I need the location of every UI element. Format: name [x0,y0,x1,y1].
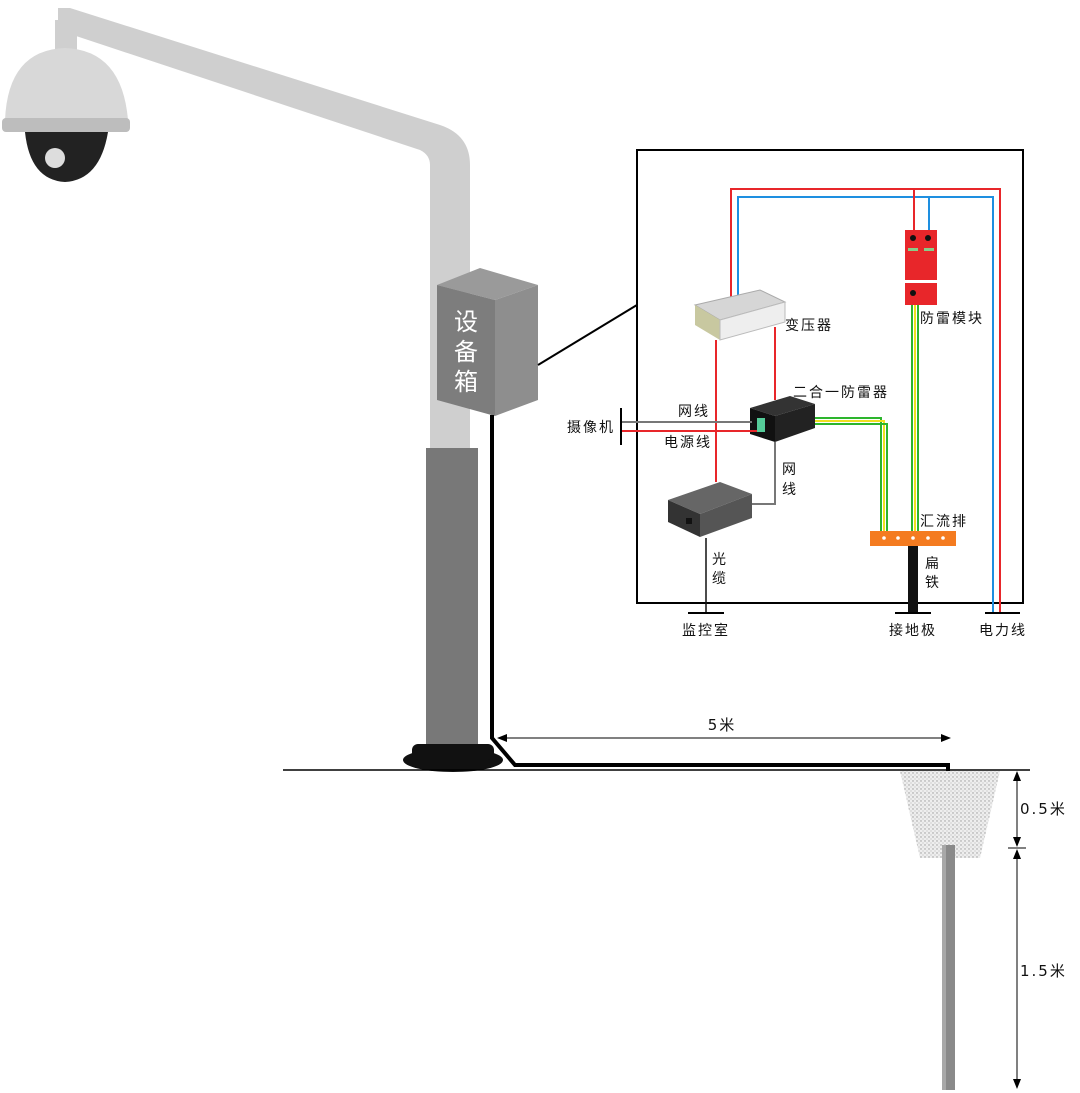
ground-wire [815,417,882,533]
callout-line [537,304,638,366]
two-in-one-label: 二合一防雷器 [793,385,889,401]
dimension-pit-label: 0.5米 [1020,800,1067,818]
neutral-wire [737,196,994,612]
box-label-char: 设 [454,308,478,336]
live-wire [730,188,1001,612]
flat-iron-label: 扁 [925,556,941,572]
power-line-label: 电力线 [979,623,1027,639]
ground-pit [900,771,1000,858]
network-cable-vertical-label: 线 [782,482,798,498]
surge-module-icon [905,230,937,305]
flat-iron-label: 铁 [925,575,941,591]
detail-frame [636,149,1024,604]
dimension-horizontal-label: 5米 [708,716,737,734]
equipment-box: 设 备 箱 [437,268,538,416]
busbar-label: 汇流排 [920,514,968,530]
surge-module-label: 防雷模块 [920,311,984,327]
power-cable-label: 电源线 [664,435,712,451]
network-cable-label: 网线 [678,404,710,420]
media-converter-icon [668,482,752,537]
dome-camera-icon [2,20,130,182]
transformer-icon [693,289,787,341]
ground-electrode-label: 接地极 [889,622,937,639]
fiber-cable-label: 缆 [712,571,728,587]
camera-label: 摄像机 [567,420,615,436]
monitor-room-label: 监控室 [682,622,730,639]
box-label-char: 备 [454,338,478,366]
flat-iron [908,546,918,612]
transformer-label: 变压器 [785,318,833,334]
network-cable-vertical-label: 网 [782,462,798,478]
two-in-one-arrester-icon [750,396,815,442]
pole [58,8,503,772]
box-label-char: 箱 [454,368,478,396]
fiber-cable-label: 光 [712,552,728,568]
dimension-rod-label: 1.5米 [1020,962,1067,980]
